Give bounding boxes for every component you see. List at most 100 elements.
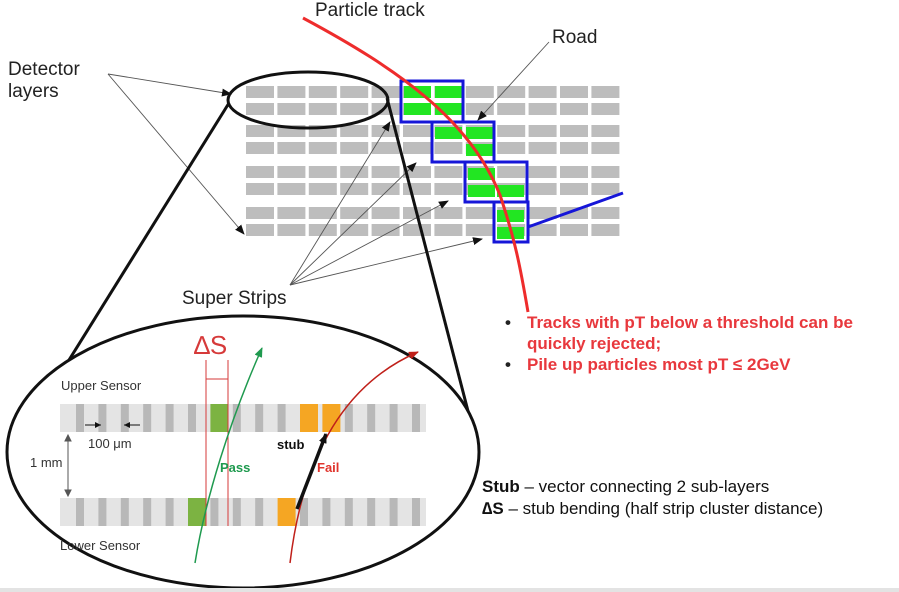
detector-strip — [340, 183, 369, 195]
detector-strip — [246, 86, 274, 98]
detector-strip — [246, 125, 274, 137]
detector-strip — [591, 142, 620, 154]
detector-strip — [591, 224, 620, 236]
sensor-strip — [255, 498, 264, 526]
detector-layers-label-line1: Detector — [8, 59, 80, 80]
sensor-strip — [76, 404, 84, 432]
particle-track-line — [302, 16, 530, 313]
hit-cell — [435, 127, 462, 139]
sensor-strip — [188, 498, 206, 526]
detector-strip — [465, 224, 494, 236]
super-strips-pointer-4 — [289, 237, 483, 286]
super-strips-pointer-2 — [289, 162, 417, 286]
detector-strip — [560, 142, 588, 154]
detector-strip — [308, 86, 337, 98]
detector-strip — [560, 166, 588, 178]
detector-strip — [434, 166, 463, 178]
detector-strip — [560, 125, 588, 137]
upper-sensor-label: Upper Sensor — [61, 378, 142, 393]
sensor-strip — [120, 404, 129, 432]
pass-label: Pass — [220, 460, 250, 475]
detector-strip — [308, 103, 337, 115]
detector-strip — [308, 207, 337, 219]
thickness-arrow — [64, 433, 72, 498]
upper-sensor-strips — [60, 404, 426, 432]
super-strips-label: Super Strips — [182, 288, 287, 309]
detector-strip — [591, 125, 620, 137]
pointer-arrows — [107, 41, 550, 286]
detector-strip — [560, 224, 588, 236]
hit-cell — [466, 127, 493, 139]
detector-strip — [465, 86, 494, 98]
detector-strip — [403, 125, 431, 137]
sensor-strip — [300, 404, 318, 432]
detector-layers-label: Detector layers — [8, 59, 80, 103]
super-strips-pointer-1 — [289, 121, 391, 286]
lower-sensor-label: Lower Sensor — [60, 538, 141, 553]
detector-strip — [497, 86, 526, 98]
hit-cell — [468, 185, 495, 197]
detector-strip — [246, 166, 274, 178]
sensor-strip — [277, 498, 296, 526]
sensor-strip — [344, 404, 353, 432]
sensor-strip — [76, 498, 84, 526]
bullet-list: Tracks with pT below a threshold can be … — [505, 312, 887, 375]
detector-strip — [308, 166, 337, 178]
fail-label: Fail — [317, 460, 339, 475]
detector-strip — [560, 183, 588, 195]
detector-strip — [340, 166, 369, 178]
detector-strip — [465, 207, 494, 219]
detector-strip — [403, 183, 431, 195]
sensor-strip — [165, 498, 174, 526]
detector-strip — [497, 103, 526, 115]
detector-strip — [277, 166, 306, 178]
sensor-strip — [389, 498, 398, 526]
super-strips-pointer-3 — [289, 200, 449, 286]
hit-cell — [497, 185, 524, 197]
sensor-strip — [255, 404, 264, 432]
lower-sensor-strips — [60, 498, 426, 526]
detector-strip — [497, 166, 526, 178]
detector-strip — [246, 183, 274, 195]
delta-s-markers — [205, 360, 229, 526]
sensor-strip — [143, 498, 152, 526]
sensor-strip — [367, 404, 376, 432]
detector-layers-label-line2: layers — [8, 81, 59, 102]
sensor-strip — [120, 498, 129, 526]
road-label: Road — [552, 27, 598, 48]
detector-strip — [465, 103, 494, 115]
sensor-strip — [277, 404, 286, 432]
detector-strip — [340, 125, 369, 137]
sensor-strip — [367, 498, 376, 526]
delta-s-definition: ∆S – stub bending (half strip cluster di… — [482, 498, 823, 520]
detector-strip — [591, 166, 620, 178]
pitch-label: 100 μm — [88, 436, 132, 451]
detector-strip — [528, 103, 557, 115]
detector-strip — [403, 142, 431, 154]
stub-vector — [295, 433, 328, 510]
sensor-strip — [232, 498, 241, 526]
detector-strip — [560, 207, 588, 219]
detector-strip — [528, 142, 557, 154]
detector-strip — [308, 142, 337, 154]
sensor-strip — [98, 404, 107, 432]
detector-strip — [246, 207, 274, 219]
thickness-arrowhead-top — [64, 433, 72, 442]
detector-strip — [371, 166, 400, 178]
bullet-item: Pile up particles most pT ≤ 2GeV — [505, 354, 887, 375]
detector-strip — [246, 224, 274, 236]
delta-s-term: ∆S — [482, 499, 504, 518]
detector-strip — [591, 207, 620, 219]
blue-track-line — [527, 191, 624, 229]
detector-strip — [434, 183, 463, 195]
detector-strip — [528, 125, 557, 137]
detector-strip — [528, 224, 557, 236]
sensor-strip — [165, 404, 174, 432]
sensor-strip — [143, 404, 152, 432]
stub-definition: Stub – vector connecting 2 sub-layers — [482, 476, 823, 498]
sensor-strip — [322, 498, 331, 526]
thickness-label: 1 mm — [30, 455, 63, 470]
road-pointer — [477, 41, 550, 121]
detector-strip — [591, 183, 620, 195]
detector-strip — [340, 86, 369, 98]
